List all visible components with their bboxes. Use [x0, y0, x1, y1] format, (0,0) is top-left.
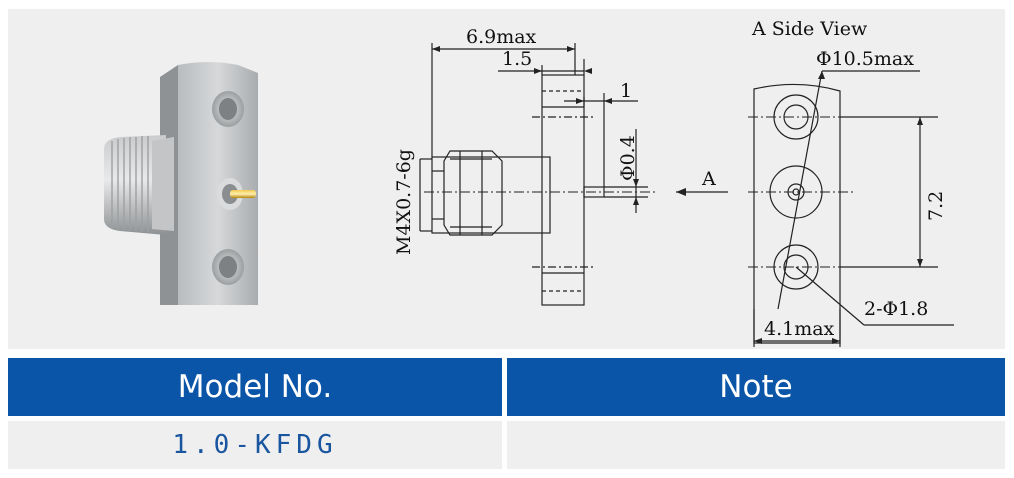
- header-note: Note: [507, 358, 1005, 416]
- gold-pin: [230, 190, 256, 198]
- figure-panel: 6.9max 1.5 1 Φ0.4 M4X0.7-6g A A Side Vie…: [8, 9, 1005, 349]
- arrowheads: [432, 46, 686, 205]
- dim-overall-length: 6.9max: [466, 26, 537, 48]
- spec-table: Model No. Note 1.0-KFDG: [8, 358, 1005, 470]
- dim-pin-diameter: Φ0.4: [617, 135, 639, 181]
- dim-thread: M4X0.7-6g: [393, 149, 415, 255]
- connector-render: [104, 62, 258, 305]
- dim-flange-width: Φ10.5max: [816, 48, 914, 70]
- table-cell-model: 1.0-KFDG: [8, 421, 502, 469]
- side-view-arrowheads: [754, 71, 923, 344]
- dim-hole-spacing: 7.2: [925, 191, 947, 221]
- table-cell-note: [507, 421, 1005, 469]
- dim-pin-protrusion: 1: [620, 80, 632, 102]
- header-model-no: Model No.: [8, 358, 502, 416]
- model-number: 1.0-KFDG: [172, 430, 338, 460]
- view-arrow-label: A: [701, 168, 716, 190]
- dim-flange-depth: 4.1max: [764, 318, 835, 340]
- side-view-title: A Side View: [751, 18, 868, 40]
- dim-holes: 2-Φ1.8: [864, 298, 928, 320]
- dim-flange-thickness: 1.5: [502, 48, 532, 70]
- side-drawing: [419, 43, 728, 306]
- connector-figure: 6.9max 1.5 1 Φ0.4 M4X0.7-6g A A Side Vie…: [104, 18, 954, 347]
- a-side-view: [748, 70, 954, 347]
